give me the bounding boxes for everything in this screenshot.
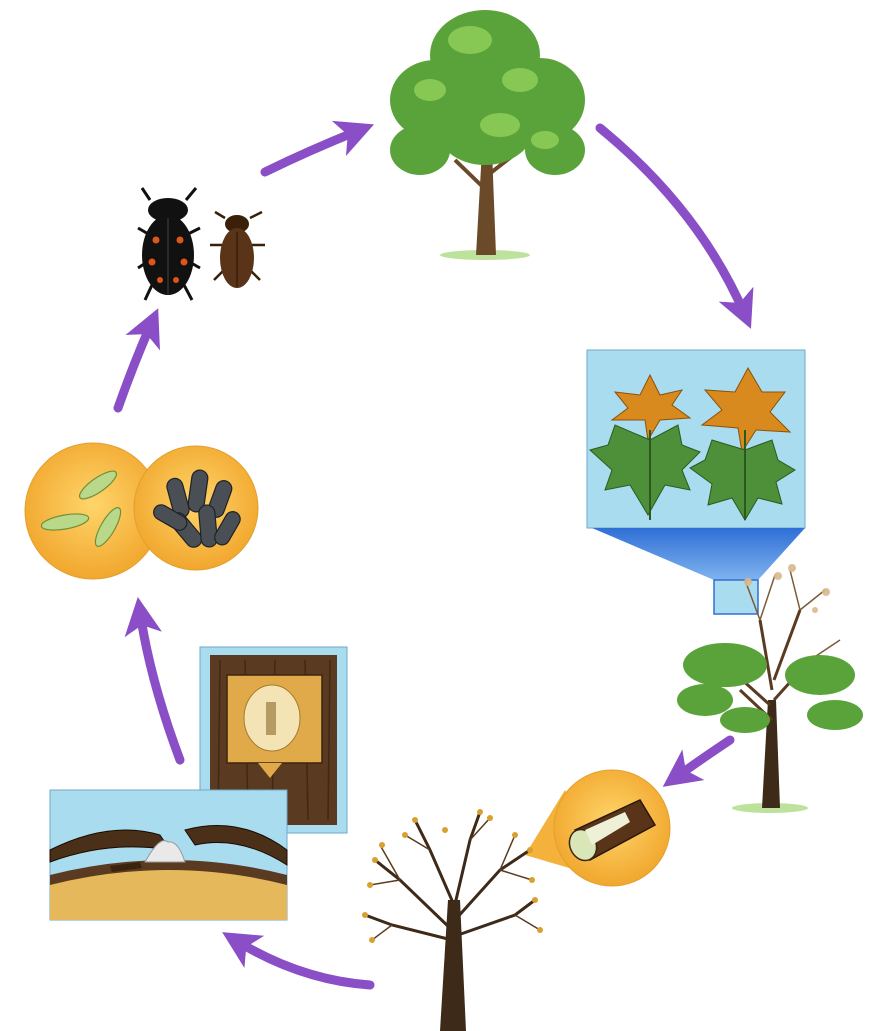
- arrow-beetles-to-tree: [265, 130, 360, 172]
- fungal-mat: [50, 647, 347, 920]
- bark-cross-section-icon: [50, 790, 287, 920]
- arrow-mat-to-spores: [140, 612, 180, 760]
- beetles: [138, 188, 265, 300]
- wilting-leaves: [587, 350, 805, 614]
- stained-sapwood: [525, 770, 670, 886]
- beetle-icon: [210, 212, 265, 288]
- healthy-tree: [390, 10, 585, 260]
- wilting-tree: [677, 564, 863, 813]
- arrow-dead-tree-to-mat: [235, 940, 370, 985]
- spores: [25, 443, 258, 579]
- arrow-tree-to-leaves: [600, 128, 745, 315]
- arrow-spores-to-beetles: [118, 322, 152, 408]
- arrow-wilting-to-sapwood: [675, 740, 730, 778]
- beetle-icon: [138, 188, 200, 300]
- dead-tree: [362, 809, 543, 1031]
